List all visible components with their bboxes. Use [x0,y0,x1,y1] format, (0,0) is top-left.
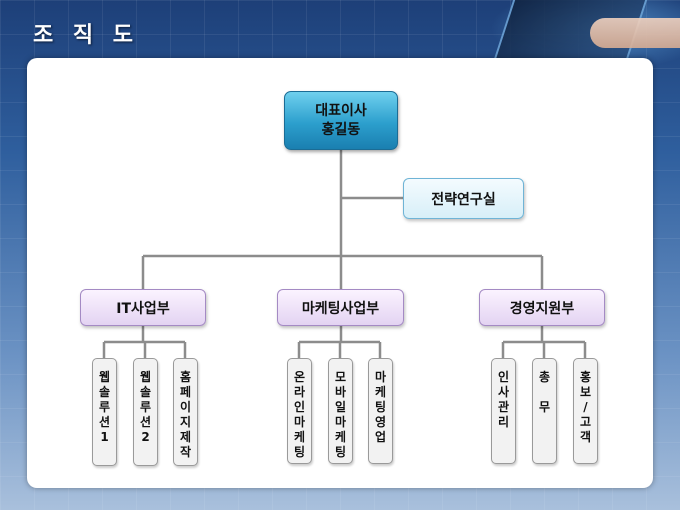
ceo-name: 홍길동 [321,121,361,138]
division-label: 경영지원부 [509,300,575,317]
division-it: IT사업부 [80,289,206,326]
division-management: 경영지원부 [479,289,605,326]
strategy-lab-box: 전략연구실 [403,178,524,219]
ceo-title: 대표이사 [315,102,367,119]
strategy-lab-label: 전략연구실 [431,191,496,208]
hand-image [590,18,680,48]
division-marketing: 마케팅사업부 [277,289,404,326]
division-label: 마케팅사업부 [301,300,380,317]
ceo-box: 대표이사 홍길동 [284,91,398,150]
page-title: 조 직 도 [33,23,140,48]
team-general-affairs: 총 무 [532,358,557,464]
division-label: IT사업부 [116,300,170,317]
